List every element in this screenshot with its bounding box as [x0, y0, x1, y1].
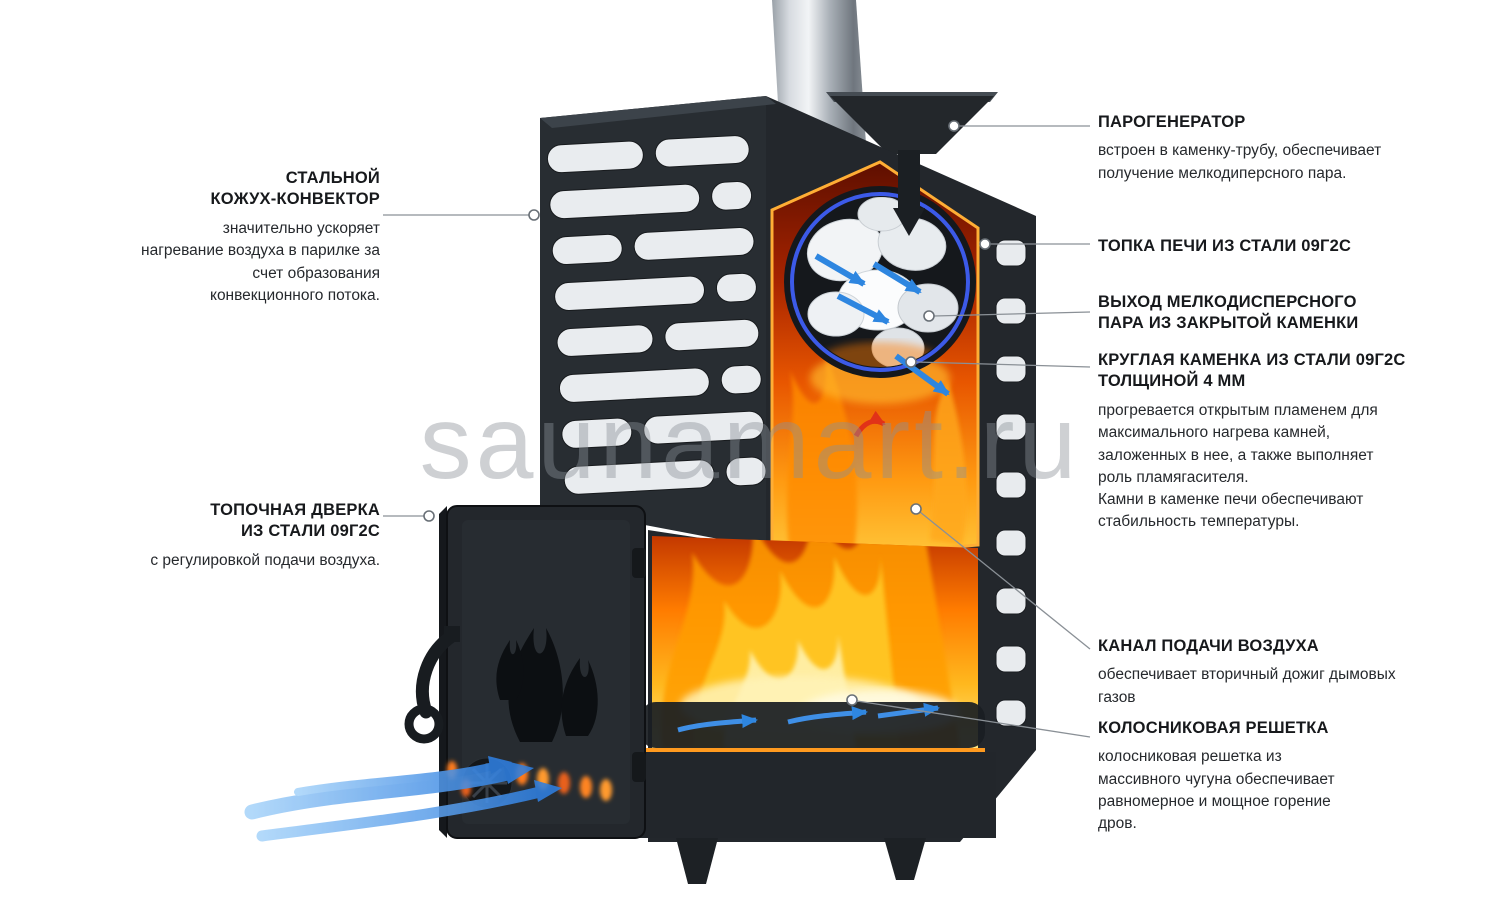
- callout-dot: [528, 209, 540, 221]
- callout-body: обеспечивает вторичный дожиг дымовых газ…: [1098, 666, 1396, 706]
- grate-strip: [640, 702, 985, 753]
- callout-title: ВЫХОД МЕЛКОДИСПЕРСНОГО ПАРА ИЗ ЗАКРЫТОЙ …: [1098, 293, 1359, 333]
- callout-steam-generator: ПАРОГЕНЕРАТОР встроен в каменку-трубу, о…: [1098, 112, 1488, 185]
- kamenka-circle: [784, 150, 976, 438]
- right-convector-panel: [995, 239, 1027, 727]
- stove-base: [628, 752, 996, 838]
- door-flame-cutouts: [496, 628, 598, 742]
- callout-title: ТОПОЧНАЯ ДВЕРКА ИЗ СТАЛИ 09Г2С: [210, 501, 380, 541]
- door-hinge-top: [632, 548, 646, 578]
- left-convector-panel: [546, 135, 766, 495]
- callout-title: СТАЛЬНОЙ КОЖУХ-КОНВЕКТОР: [210, 169, 380, 209]
- steam-funnel: [826, 92, 998, 154]
- callout-dot: [923, 310, 935, 322]
- callout-body: прогревается открытым пламенем для макси…: [1098, 401, 1378, 531]
- callout-title: ТОПКА ПЕЧИ ИЗ СТАЛИ 09Г2С: [1098, 237, 1352, 255]
- callout-dot: [948, 120, 960, 132]
- air-intake-arrows: [244, 756, 562, 842]
- hot-air-arrow: [853, 410, 886, 438]
- callout-dot: [910, 503, 922, 515]
- callout-firebox-steel: ТОПКА ПЕЧИ ИЗ СТАЛИ 09Г2С: [1098, 236, 1488, 257]
- callout-steel-casing: СТАЛЬНОЙ КОЖУХ-КОНВЕКТОР значительно уск…: [30, 168, 380, 307]
- callout-air-channel: КАНАЛ ПОДАЧИ ВОЗДУХА обеспечивает вторич…: [1098, 636, 1488, 709]
- callout-title: КРУГЛАЯ КАМЕНКА ИЗ СТАЛИ 09Г2С ТОЛЩИНОЙ …: [1098, 351, 1406, 391]
- callout-firebox-door: ТОПОЧНАЯ ДВЕРКА ИЗ СТАЛИ 09Г2С с регулир…: [30, 500, 380, 572]
- grate-air-arrows: [677, 702, 940, 733]
- callout-dot: [423, 510, 435, 522]
- callout-body: колосниковая решетка из массивного чугун…: [1098, 748, 1335, 833]
- callout-body: значительно ускоряет нагревание воздуха …: [141, 219, 380, 304]
- stove-legs: [676, 838, 926, 884]
- callout-body: встроен в каменку-трубу, обеспечивает по…: [1098, 142, 1382, 182]
- door-handle: [404, 626, 460, 744]
- callout-body: с регулировкой подачи воздуха.: [150, 551, 380, 569]
- callout-dot: [905, 356, 917, 368]
- firebox-door: [404, 505, 646, 839]
- callout-dot: [846, 694, 858, 706]
- callout-grate: КОЛОСНИКОВАЯ РЕШЕТКА колосниковая решетк…: [1098, 718, 1488, 836]
- callout-title: ПАРОГЕНЕРАТОР: [1098, 113, 1246, 131]
- callout-round-kamenka: КРУГЛАЯ КАМЕНКА ИЗ СТАЛИ 09Г2С ТОЛЩИНОЙ …: [1098, 350, 1488, 534]
- callout-dot: [979, 238, 991, 250]
- callout-steam-outlet: ВЫХОД МЕЛКОДИСПЕРСНОГО ПАРА ИЗ ЗАКРЫТОЙ …: [1098, 292, 1488, 335]
- door-hinge-bottom: [632, 752, 646, 782]
- steam-flow-arrows: [814, 253, 950, 397]
- callout-title: КОЛОСНИКОВАЯ РЕШЕТКА: [1098, 719, 1329, 737]
- funnel-stem: [893, 150, 925, 236]
- callout-title: КАНАЛ ПОДАЧИ ВОЗДУХА: [1098, 637, 1319, 655]
